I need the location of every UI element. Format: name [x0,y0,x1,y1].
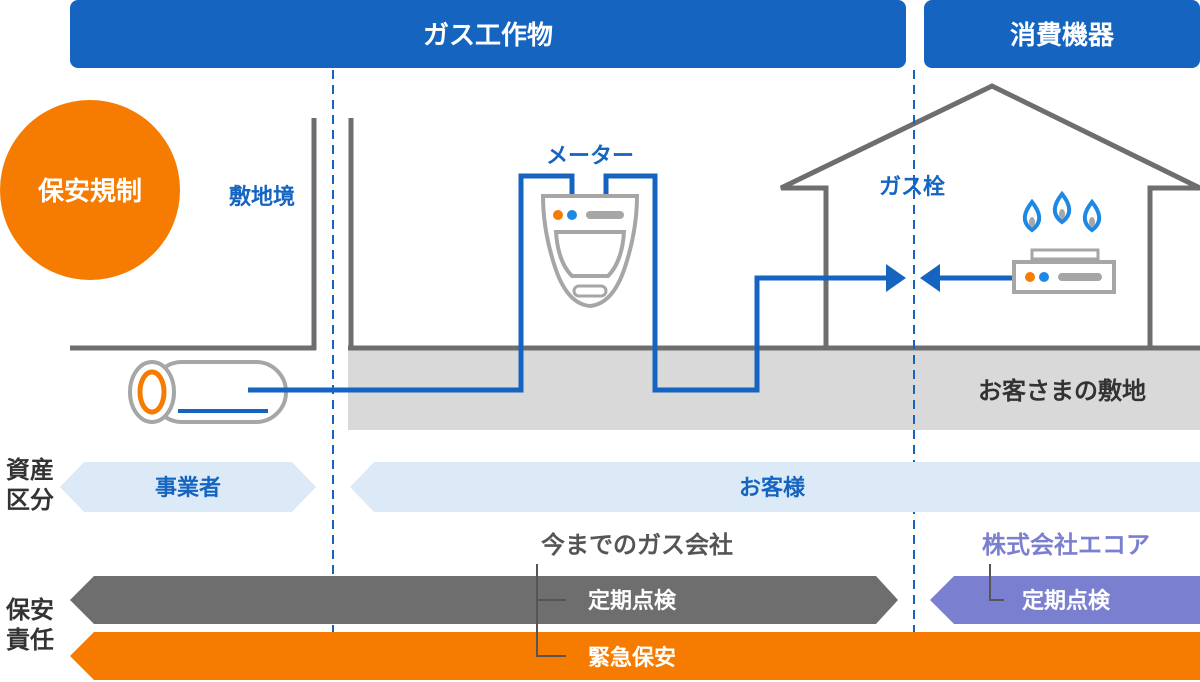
gas-facility-header-text: ガス工作物 [423,21,553,51]
consumer-equipment-header [924,0,1200,68]
asset-customer-text: お客様 [739,475,806,501]
asset-operator-text: 事業者 [155,475,221,501]
gas-meter-icon [540,194,640,309]
premises-label: お客さまの敷地 [978,377,1146,405]
emergency-text: 緊急保安 [588,645,676,671]
former-company-bracket [536,564,566,657]
regulation-badge [0,100,180,280]
gas-cock-label: ガス栓 [879,175,945,200]
inspection-text: 定期点検 [588,588,677,614]
inspection-ecore-band [930,576,1200,624]
gas-stove-icon [1012,190,1116,294]
main-pipe-icon [128,360,288,424]
house-outline [779,83,1200,348]
meter-label: メーター [546,144,634,169]
gas-service-line-after-meter [603,173,890,393]
emergency-band [70,632,1200,680]
inspection-band [70,576,898,624]
asset-customer-band [350,462,1200,512]
responsibility-label-line2: 責任 [6,626,54,654]
arrow-to-gas-cock-icon [886,264,906,292]
gas-facility-header [70,0,906,68]
regulation-badge-text: 保安規制 [37,177,142,207]
gas-service-line [248,173,575,393]
former-company-label: 今までのガス会社 [541,531,733,559]
arrow-from-appliance-icon [920,264,940,292]
ecore-company-bracket [989,564,1004,601]
consumer-equipment-header-text: 消費機器 [1010,21,1115,51]
inspection-ecore-text: 定期点検 [1022,588,1111,614]
responsibility-label-line1: 保安 [5,596,54,624]
asset-label-line2: 区分 [6,486,54,514]
asset-operator-band [60,462,316,512]
ecore-company-label: 株式会社エコア [982,531,1150,559]
asset-label-line1: 資産 [6,456,54,484]
boundary-label: 敷地境 [229,184,295,210]
